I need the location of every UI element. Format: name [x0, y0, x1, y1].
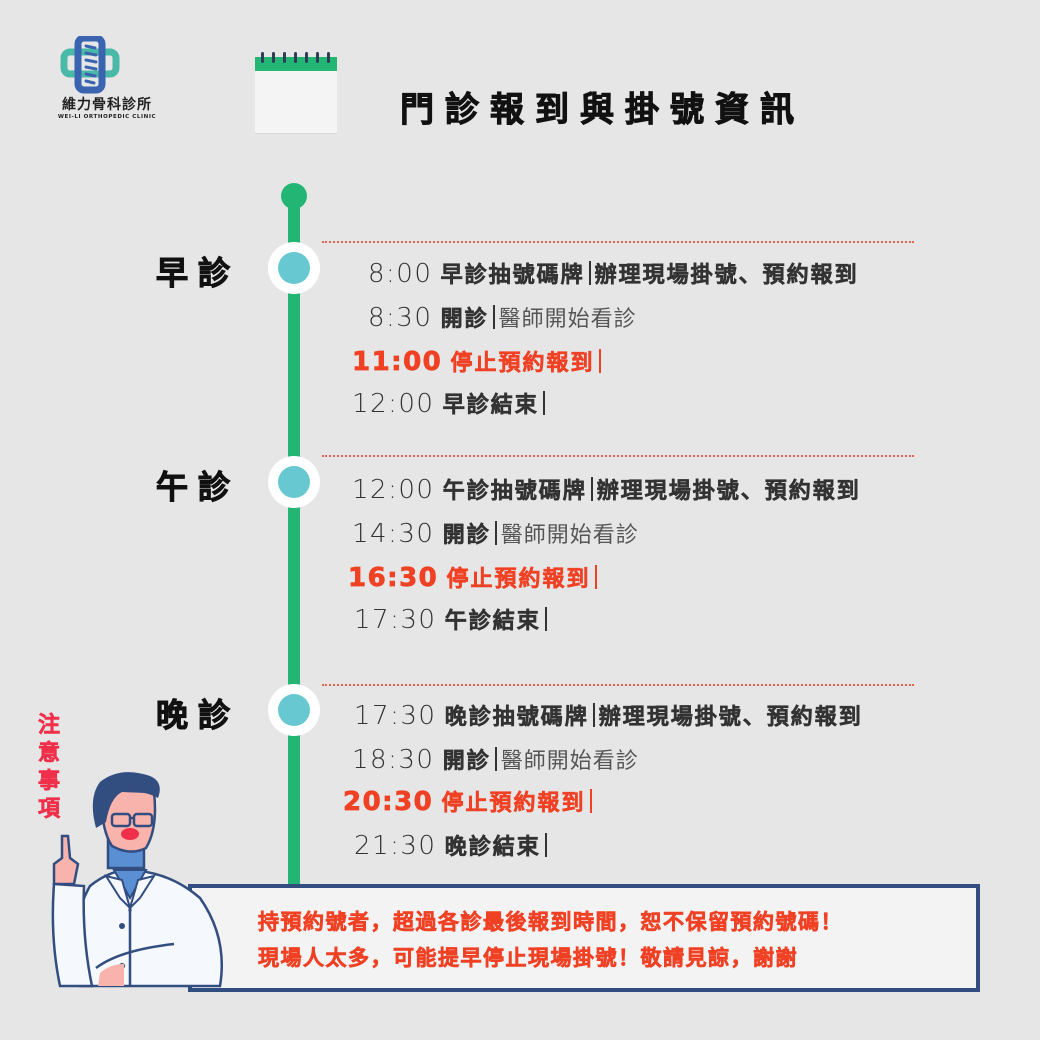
notice-line-1: 持預約號者，超過各診最後報到時間，恕不保留預約號碼！	[258, 910, 843, 935]
notice-label: 注意事項	[37, 713, 61, 823]
timeline-line	[288, 196, 300, 884]
timeline-node-evening	[268, 684, 320, 736]
session-label-morning: 早診	[155, 254, 241, 293]
doctor-illustration	[51, 772, 224, 988]
page-title: 門診報到與掛號資訊	[400, 90, 805, 131]
schedule-row: 17:30 午診結束	[354, 604, 551, 638]
schedule-row: 14:30 開診醫師開始看診	[352, 519, 639, 549]
clinic-subtitle: WEI-LI ORTHOPEDIC CLINIC	[57, 114, 157, 120]
schedule-row-highlight: 11:00 停止預約報到	[352, 346, 605, 380]
schedule-row: 17:30 晚診抽號碼牌辦理現場掛號、預約報到	[354, 701, 863, 731]
medical-cross-spine-icon	[60, 36, 120, 94]
divider	[322, 455, 914, 457]
calendar-icon	[255, 52, 337, 134]
schedule-row: 12:00 早診結束	[352, 388, 549, 422]
schedule-row: 21:30 晚診結束	[354, 830, 551, 864]
schedule-row: 12:00 午診抽號碼牌辦理現場掛號、預約報到	[352, 475, 861, 505]
timeline-start-dot	[281, 183, 307, 209]
clinic-name: 維力骨科診所	[62, 97, 152, 113]
schedule-row: 18:30 開診醫師開始看診	[352, 745, 639, 775]
schedule-row: 8:30 開診醫師開始看診	[368, 303, 637, 333]
timeline-node-afternoon	[268, 456, 320, 508]
session-label-afternoon: 午診	[155, 468, 241, 507]
schedule-row: 8:00 早診抽號碼牌辦理現場掛號、預約報到	[368, 259, 859, 289]
clinic-logo: 維力骨科診所 WEI-LI ORTHOPEDIC CLINIC	[52, 36, 162, 126]
notice-line-2: 現場人太多，可能提早停止現場掛號！敬請見諒，謝謝	[258, 946, 798, 971]
schedule-row-highlight: 16:30 停止預約報到	[348, 562, 601, 596]
divider	[322, 684, 914, 686]
divider	[322, 241, 914, 243]
session-label-evening: 晚診	[155, 696, 241, 735]
schedule-row-highlight: 20:30 停止預約報到	[343, 786, 596, 820]
timeline-node-morning	[268, 242, 320, 294]
notice-box: 持預約號者，超過各診最後報到時間，恕不保留預約號碼！ 現場人太多，可能提早停止現…	[188, 884, 980, 992]
